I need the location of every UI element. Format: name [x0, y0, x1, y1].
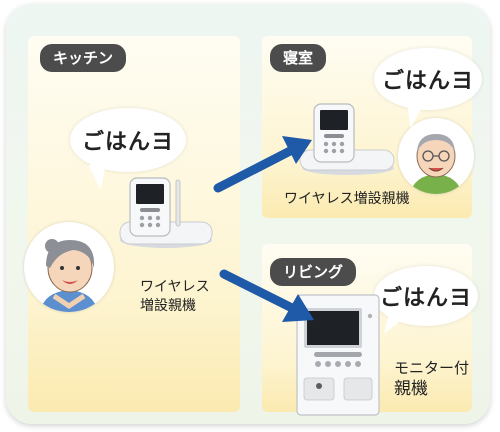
living-device-caption: モニター付 親機	[394, 358, 469, 400]
woman-portrait-icon	[24, 222, 114, 312]
arrow-icon	[218, 266, 318, 328]
living-bubble-text: ごはんヨ	[379, 286, 472, 311]
wireless-handset-icon	[290, 98, 396, 178]
kitchen-bubble-text: ごはんヨ	[81, 130, 174, 155]
living-speech-bubble: ごはんヨ	[374, 266, 478, 326]
living-caption-line2: 親機	[394, 379, 428, 399]
living-tag: リビング	[270, 258, 357, 286]
kitchen-caption-line1: ワイヤレス	[140, 279, 210, 295]
kitchen-tag: キッチン	[40, 44, 127, 72]
kitchen-caption-line2: 増設親機	[140, 298, 196, 314]
living-caption-line1: モニター付	[394, 359, 470, 377]
arrow-icon	[212, 132, 316, 198]
bedroom-device-caption: ワイヤレス増設親機	[284, 191, 410, 207]
bedroom-bubble-text: ごはんヨ	[381, 69, 474, 94]
kitchen-bubble-tail	[88, 162, 110, 192]
kitchen-speech-bubble: ごはんヨ	[70, 108, 186, 172]
monitor-master-unit-icon	[296, 294, 380, 416]
bedroom-speech-bubble: ごはんヨ	[374, 48, 482, 110]
bedroom-tag: 寝室	[270, 44, 327, 72]
kitchen-device-caption: ワイヤレス 増設親機	[140, 278, 210, 316]
man-portrait-icon	[398, 118, 474, 194]
wireless-handset-icon	[108, 172, 214, 252]
diagram-frame: キッチン ごはんヨ ワイヤレス 増設親機	[6, 4, 490, 424]
